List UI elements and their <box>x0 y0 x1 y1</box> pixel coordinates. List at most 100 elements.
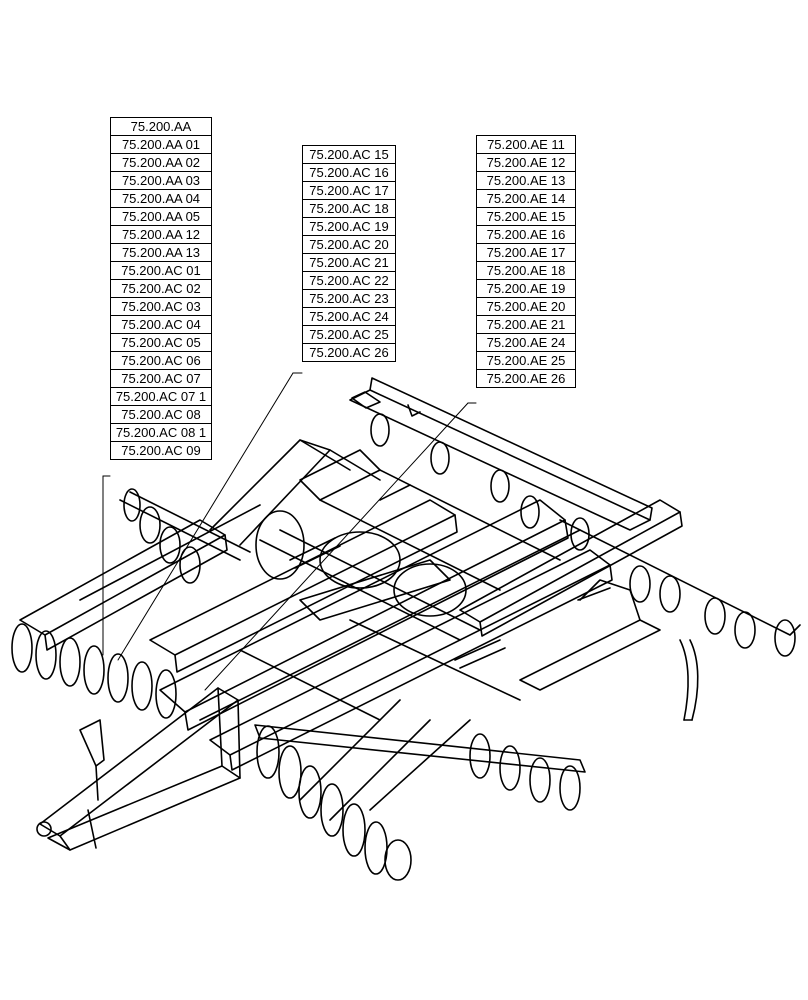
left-disc-gang <box>11 488 201 719</box>
ref-row: 75.200.AC 06 <box>110 351 212 370</box>
ref-row: 75.200.AC 07 <box>110 369 212 388</box>
ref-row: 75.200.AC 17 <box>302 181 396 200</box>
ref-code[interactable]: 75.200.AE 24 <box>476 333 576 352</box>
ref-code[interactable]: 75.200.AC 26 <box>302 343 396 362</box>
ref-row: 75.200.AC 07 1 <box>110 387 212 406</box>
ref-row: 75.200.AC 08 1 <box>110 423 212 442</box>
ref-row: 75.200.AA 13 <box>110 243 212 262</box>
ref-code[interactable]: 75.200.AC 19 <box>302 217 396 236</box>
ref-code[interactable]: 75.200.AA 01 <box>110 135 212 154</box>
hitch-tongue <box>36 687 241 851</box>
ref-code[interactable]: 75.200.AA 12 <box>110 225 212 244</box>
ref-code[interactable]: 75.200.AC 24 <box>302 307 396 326</box>
ref-code[interactable]: 75.200.AC 17 <box>302 181 396 200</box>
ref-code[interactable]: 75.200.AC 08 <box>110 405 212 424</box>
ref-code[interactable]: 75.200.AA <box>110 117 212 136</box>
ref-code[interactable]: 75.200.AE 16 <box>476 225 576 244</box>
ref-row: 75.200.AE 20 <box>476 297 576 316</box>
ref-row: 75.200.AE 13 <box>476 171 576 190</box>
ref-code[interactable]: 75.200.AE 26 <box>476 369 576 388</box>
ref-code[interactable]: 75.200.AE 20 <box>476 297 576 316</box>
ref-row: 75.200.AA 05 <box>110 207 212 226</box>
ref-code[interactable]: 75.200.AC 15 <box>302 145 396 164</box>
ref-code[interactable]: 75.200.AC 03 <box>110 297 212 316</box>
ref-code[interactable]: 75.200.AE 11 <box>476 135 576 154</box>
ref-row: 75.200.AC 16 <box>302 163 396 182</box>
ref-row: 75.200.AE 21 <box>476 315 576 334</box>
ref-code[interactable]: 75.200.AC 18 <box>302 199 396 218</box>
ref-code[interactable]: 75.200.AA 02 <box>110 153 212 172</box>
ref-row: 75.200.AA 12 <box>110 225 212 244</box>
ref-row: 75.200.AC 20 <box>302 235 396 254</box>
ref-code[interactable]: 75.200.AE 12 <box>476 153 576 172</box>
ref-code[interactable]: 75.200.AE 21 <box>476 315 576 334</box>
ref-code[interactable]: 75.200.AC 06 <box>110 351 212 370</box>
ref-code[interactable]: 75.200.AE 19 <box>476 279 576 298</box>
ref-code[interactable]: 75.200.AC 07 <box>110 369 212 388</box>
ref-row: 75.200.AE 11 <box>476 135 576 154</box>
ref-code[interactable]: 75.200.AC 07 1 <box>110 387 212 406</box>
ref-code[interactable]: 75.200.AA 13 <box>110 243 212 262</box>
ref-code[interactable]: 75.200.AE 13 <box>476 171 576 190</box>
ref-row: 75.200.AE 25 <box>476 351 576 370</box>
right-disc-gang <box>351 391 796 657</box>
ref-code[interactable]: 75.200.AC 04 <box>110 315 212 334</box>
ref-row: 75.200.AC 01 <box>110 261 212 280</box>
ref-code[interactable]: 75.200.AC 09 <box>110 441 212 460</box>
ref-row: 75.200.AE 12 <box>476 153 576 172</box>
ref-row: 75.200.AE 14 <box>476 189 576 208</box>
ref-code[interactable]: 75.200.AC 16 <box>302 163 396 182</box>
ref-code[interactable]: 75.200.AC 08 1 <box>110 423 212 442</box>
ref-row: 75.200.AE 17 <box>476 243 576 262</box>
ref-row: 75.200.AC 24 <box>302 307 396 326</box>
ref-row: 75.200.AC 26 <box>302 343 396 362</box>
ref-row: 75.200.AC 23 <box>302 289 396 308</box>
ref-row: 75.200.AC 22 <box>302 271 396 290</box>
ref-row: 75.200.AC 04 <box>110 315 212 334</box>
ref-row: 75.200.AE 19 <box>476 279 576 298</box>
ref-row: 75.200.AE 16 <box>476 225 576 244</box>
ref-code[interactable]: 75.200.AC 21 <box>302 253 396 272</box>
ref-row: 75.200.AC 03 <box>110 297 212 316</box>
ref-row: 75.200.AC 09 <box>110 441 212 460</box>
ref-code[interactable]: 75.200.AE 15 <box>476 207 576 226</box>
ref-row: 75.200.AA 02 <box>110 153 212 172</box>
ref-code[interactable]: 75.200.AE 25 <box>476 351 576 370</box>
ref-code[interactable]: 75.200.AE 14 <box>476 189 576 208</box>
ref-code[interactable]: 75.200.AC 01 <box>110 261 212 280</box>
front-disc-gang <box>256 725 581 881</box>
ref-code[interactable]: 75.200.AC 02 <box>110 279 212 298</box>
ref-code[interactable]: 75.200.AA 04 <box>110 189 212 208</box>
ref-code[interactable]: 75.200.AC 20 <box>302 235 396 254</box>
ref-row: 75.200.AA <box>110 117 212 136</box>
ref-row: 75.200.AA 04 <box>110 189 212 208</box>
front-gang <box>254 699 586 821</box>
rear-shanks <box>679 639 699 721</box>
ref-code[interactable]: 75.200.AA 05 <box>110 207 212 226</box>
ref-row: 75.200.AC 08 <box>110 405 212 424</box>
ref-row: 75.200.AC 25 <box>302 325 396 344</box>
ref-row: 75.200.AC 21 <box>302 253 396 272</box>
ref-row: 75.200.AE 26 <box>476 369 576 388</box>
ref-code[interactable]: 75.200.AA 03 <box>110 171 212 190</box>
ref-row: 75.200.AA 03 <box>110 171 212 190</box>
ref-code[interactable]: 75.200.AC 22 <box>302 271 396 290</box>
ref-row: 75.200.AC 02 <box>110 279 212 298</box>
ref-code[interactable]: 75.200.AC 05 <box>110 333 212 352</box>
main-frame <box>149 449 613 771</box>
transport-wheels <box>255 510 467 617</box>
ref-code[interactable]: 75.200.AE 17 <box>476 243 576 262</box>
ref-row: 75.200.AE 15 <box>476 207 576 226</box>
ref-code[interactable]: 75.200.AC 23 <box>302 289 396 308</box>
ref-row: 75.200.AE 18 <box>476 261 576 280</box>
ref-row: 75.200.AC 19 <box>302 217 396 236</box>
ref-code[interactable]: 75.200.AC 25 <box>302 325 396 344</box>
ref-code[interactable]: 75.200.AE 18 <box>476 261 576 280</box>
ref-row: 75.200.AC 18 <box>302 199 396 218</box>
ref-row: 75.200.AC 15 <box>302 145 396 164</box>
ref-row: 75.200.AA 01 <box>110 135 212 154</box>
